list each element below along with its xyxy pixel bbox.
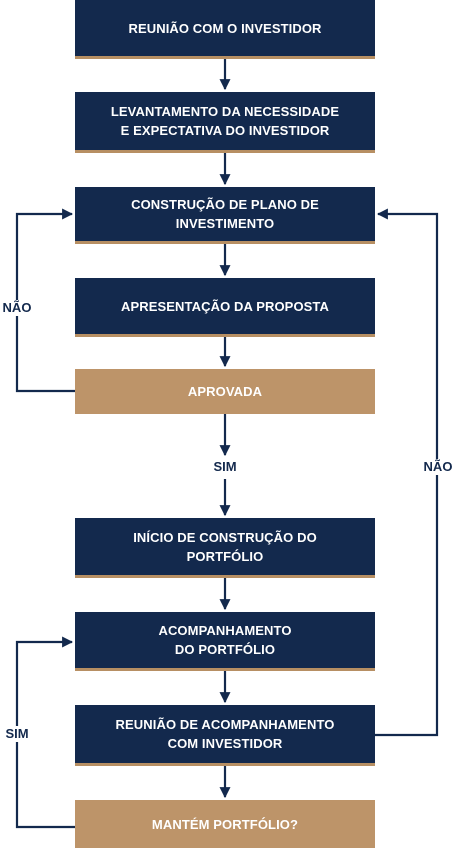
step-portfolio-monitoring: ACOMPANHAMENTO DO PORTFÓLIO	[75, 612, 375, 671]
label-no-right: NÃO	[420, 459, 456, 475]
label-yes-left: SIM	[0, 726, 34, 742]
step-proposal-presentation: APRESENTAÇÃO DA PROPOSTA	[75, 278, 375, 337]
label-no-left: NÃO	[0, 300, 34, 316]
step-portfolio-construction-start: INÍCIO DE CONSTRUÇÃO DO PORTFÓLIO	[75, 518, 375, 578]
step-approved-decision: APROVADA	[75, 369, 375, 414]
label-yes-center: SIM	[205, 459, 245, 475]
step-investor-meeting: REUNIÃO COM O INVESTIDOR	[75, 0, 375, 59]
step-followup-meeting: REUNIÃO DE ACOMPANHAMENTO COM INVESTIDOR	[75, 705, 375, 766]
step-keep-portfolio-decision: MANTÉM PORTFÓLIO?	[75, 800, 375, 848]
step-investment-plan: CONSTRUÇÃO DE PLANO DE INVESTIMENTO	[75, 187, 375, 244]
step-needs-survey: LEVANTAMENTO DA NECESSIDADE E EXPECTATIV…	[75, 92, 375, 153]
